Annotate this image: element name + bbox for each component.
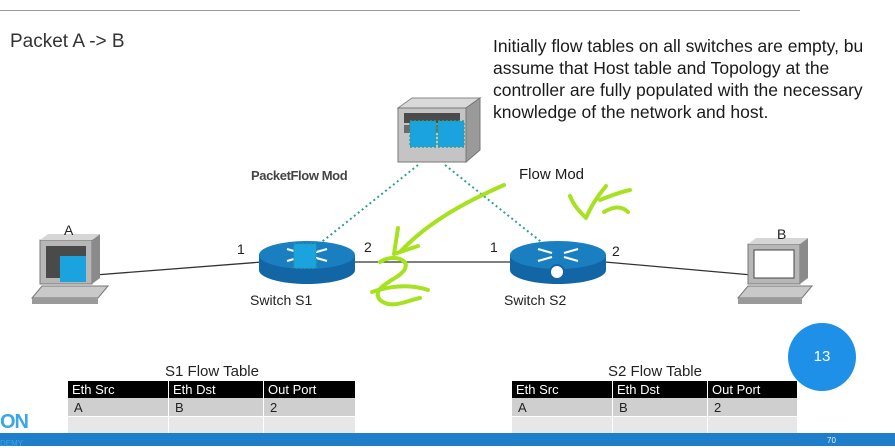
s2-flow-table-title: S2 Flow Table <box>608 363 702 380</box>
switch-s1-icon <box>259 241 355 284</box>
description-line: knowledge of the network and host. <box>493 102 769 122</box>
link-a-s1 <box>94 261 263 276</box>
table-cell <box>512 416 613 436</box>
table-cell: A <box>512 398 613 417</box>
s2-header-eth-dst: Eth Dst <box>612 381 708 398</box>
table-row: A B 2 <box>68 398 356 417</box>
controller-server-icon <box>396 97 482 164</box>
logo: ON <box>0 411 29 433</box>
control-link-s1 <box>317 164 419 246</box>
green-check-scribble <box>568 184 608 220</box>
host-a-label: A <box>64 222 74 238</box>
description: Initially flow tables on all switches ar… <box>493 35 895 123</box>
green-arrow-icon <box>398 183 506 254</box>
table-row: A B 2 <box>512 398 798 417</box>
packet-flowmod-label: PacketFlow Mod <box>251 168 348 183</box>
s2-header-eth-src: Eth Src <box>512 381 613 398</box>
table-cell: B <box>612 398 708 417</box>
footer-bar <box>0 433 895 446</box>
s1-flow-table-title: S1 Flow Table <box>165 363 259 380</box>
host-a-computer-icon <box>30 234 110 304</box>
description-line: Initially flow tables on all switches ar… <box>493 36 864 56</box>
switch-s1-label: Switch S1 <box>250 292 313 308</box>
slide-counter-badge[interactable]: 13 <box>788 323 856 391</box>
top-divider <box>0 10 800 11</box>
logo-subtext: DEMY <box>0 439 24 448</box>
description-line: controller are fully populated with the … <box>493 80 863 100</box>
table-cell: B <box>168 398 264 417</box>
table-cell <box>263 416 356 436</box>
table-row <box>68 416 356 436</box>
switch-s2-icon <box>510 241 606 284</box>
table-row <box>512 416 798 436</box>
s2-flow-table: Eth Src Eth Dst Out Port A B 2 <box>512 381 798 436</box>
host-b-label: B <box>777 226 787 242</box>
s1-header-eth-src: Eth Src <box>68 381 169 398</box>
s1-port-1-label: 1 <box>237 241 245 257</box>
table-cell: 2 <box>707 398 798 417</box>
s2-port-2-label: 2 <box>612 243 620 259</box>
s1-header-eth-dst: Eth Dst <box>168 381 264 398</box>
green-annotation <box>370 183 632 307</box>
table-cell <box>168 416 264 436</box>
s1-port-2-label: 2 <box>364 239 372 255</box>
s2-port-1-label: 1 <box>490 239 498 255</box>
page-number: 70 <box>827 436 836 445</box>
control-link-s2 <box>444 164 546 246</box>
green-2-scribble <box>375 256 422 307</box>
table-cell: 2 <box>263 398 356 417</box>
s2-header-out-port: Out Port <box>707 381 798 398</box>
s1-flow-table: Eth Src Eth Dst Out Port A B 2 <box>68 381 356 436</box>
host-b-computer-icon <box>736 238 814 304</box>
flow-mod-label: Flow Mod <box>519 166 585 183</box>
table-cell: A <box>68 398 169 417</box>
description-line: assume that Host table and Topology at t… <box>493 58 830 78</box>
link-s2-b <box>604 261 753 276</box>
table-cell <box>612 416 708 436</box>
switch-s2-label: Switch S2 <box>504 292 567 308</box>
s1-header-out-port: Out Port <box>263 381 356 398</box>
slide-title: Packet A -> B <box>10 31 125 52</box>
